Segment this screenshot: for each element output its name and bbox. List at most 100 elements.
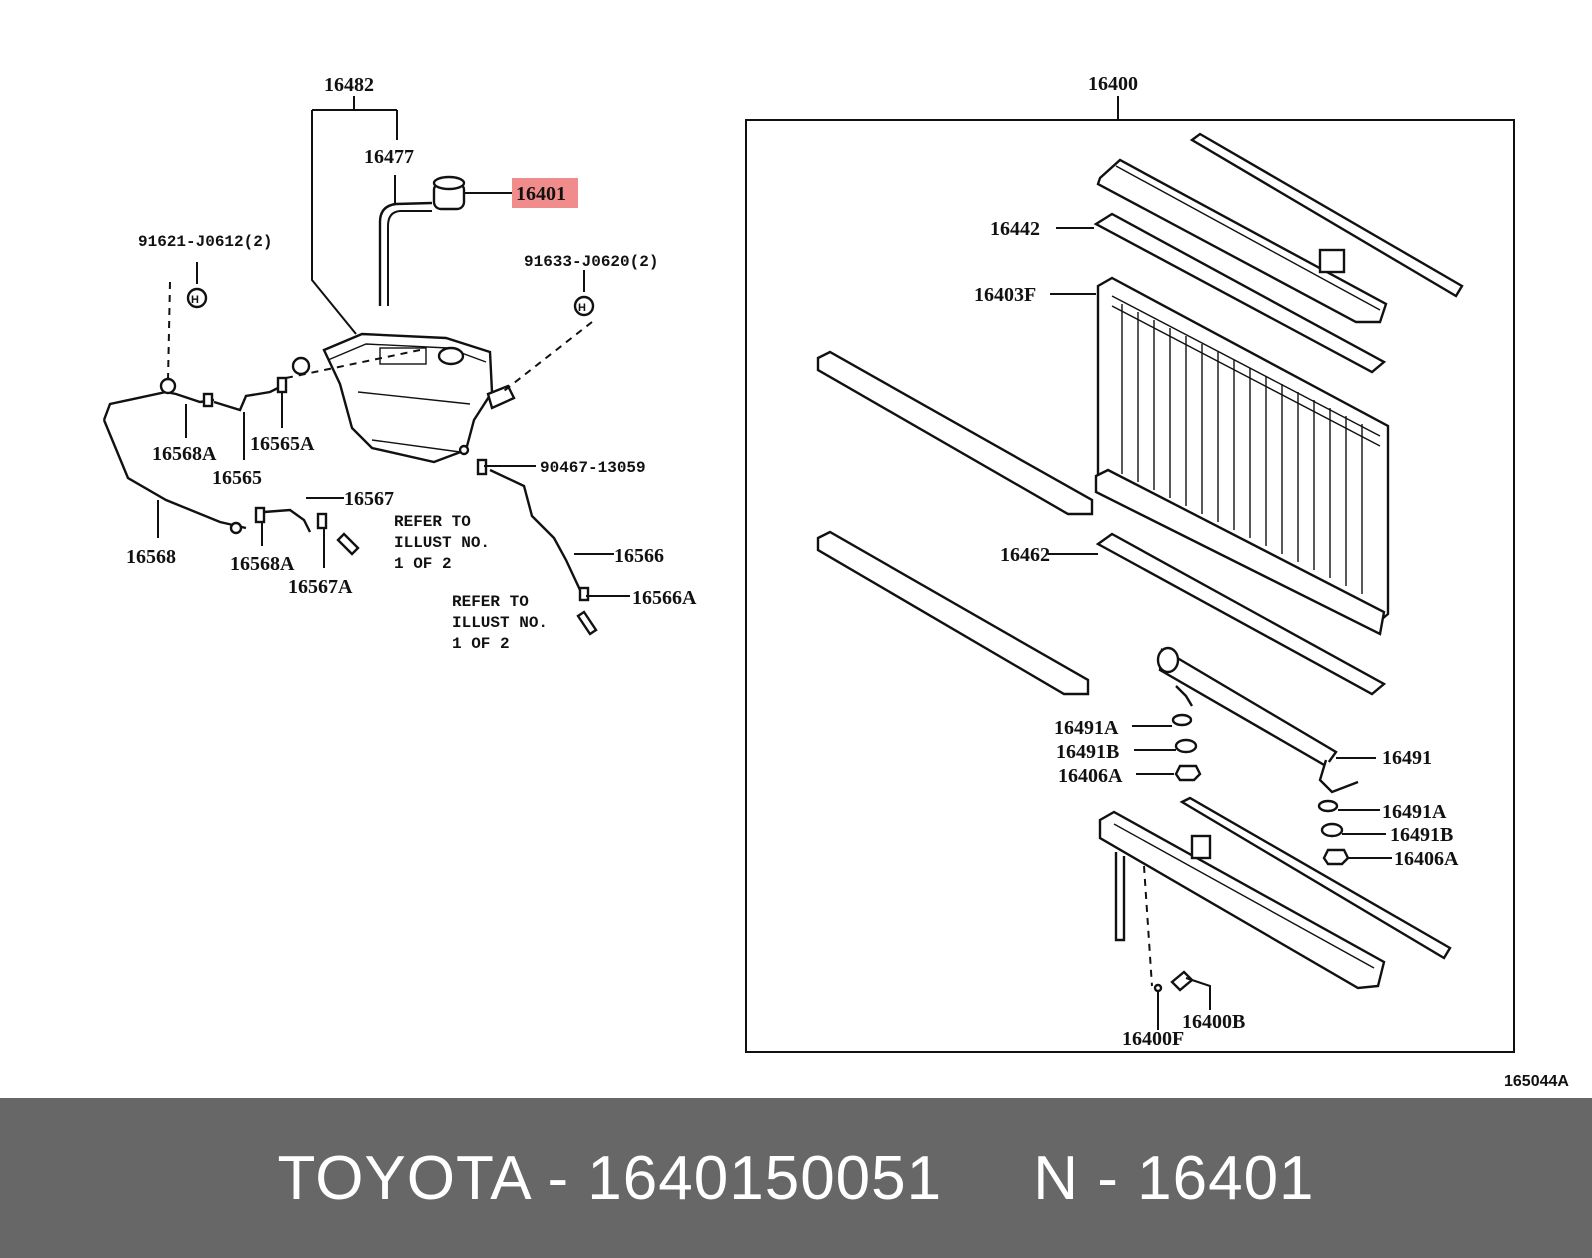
core-bottom-plate xyxy=(1094,468,1386,636)
label-16462[interactable]: 16462 xyxy=(1000,544,1050,566)
label-91633[interactable]: 91633-J0620(2) xyxy=(524,253,658,271)
washer-16491A-right[interactable] xyxy=(1317,799,1339,813)
hose-stub-refer-2 xyxy=(576,610,598,636)
lower-tank-gasket[interactable] xyxy=(1095,532,1387,696)
label-16491B-right[interactable]: 16491B xyxy=(1390,824,1453,846)
bolt-91621[interactable]: H xyxy=(186,262,208,309)
lower-tank-outlet xyxy=(1190,834,1212,860)
bolt-mark-left: H xyxy=(191,294,199,306)
overflow-hose[interactable] xyxy=(378,201,433,306)
bolt-path-left xyxy=(167,281,171,381)
drain-plug-16400F[interactable] xyxy=(1153,983,1163,993)
reservoir-tank[interactable] xyxy=(291,332,516,464)
label-16566[interactable]: 16566 xyxy=(614,545,664,567)
refer-note-2-line-3: 1 OF 2 xyxy=(452,635,510,653)
leader-16400B xyxy=(1185,977,1211,1010)
clip-16568A-top[interactable] xyxy=(202,392,214,408)
hose-stub-refer-1 xyxy=(336,532,360,556)
tank-filler-neck xyxy=(437,346,465,366)
radiator-side-seal-lower[interactable] xyxy=(816,530,1090,696)
footer-part-number: TOYOTA - 1640150051 N - 16401 xyxy=(277,1143,1315,1213)
upper-tank-neck xyxy=(1318,248,1346,274)
clip-16568A-bottom[interactable] xyxy=(254,506,266,524)
label-16567[interactable]: 16567 xyxy=(344,488,394,510)
radiator-reservoir-exploded-diagram: H H xyxy=(102,73,1569,1090)
label-16401[interactable]: 16401 xyxy=(516,183,566,205)
label-16477[interactable]: 16477 xyxy=(364,146,414,168)
radiator-assembly xyxy=(745,96,1515,1053)
label-16400[interactable]: 16400 xyxy=(1088,73,1138,95)
label-16491B-left[interactable]: 16491B xyxy=(1056,741,1119,763)
washer-16491A-left[interactable] xyxy=(1171,713,1193,727)
core-top-fin-row xyxy=(1111,305,1381,447)
label-90467[interactable]: 90467-13059 xyxy=(540,459,646,477)
radiator-upper-tank[interactable] xyxy=(1096,158,1388,324)
clip-16566A[interactable] xyxy=(578,586,590,602)
label-16406A-right[interactable]: 16406A xyxy=(1394,848,1459,870)
reservoir-cap[interactable] xyxy=(432,175,514,211)
bracket-eye-bottom xyxy=(229,521,243,535)
bracket-eye-top xyxy=(159,377,177,395)
washer-16491B-right[interactable] xyxy=(1320,822,1344,838)
label-16568A-bottom[interactable]: 16568A xyxy=(230,553,295,575)
label-16565A[interactable]: 16565A xyxy=(250,433,315,455)
bolt-path-right xyxy=(499,321,593,395)
oil-cooler-fitting-left xyxy=(1175,685,1194,707)
label-16403F[interactable]: 16403F xyxy=(974,284,1036,306)
clip-16567A[interactable] xyxy=(316,512,328,530)
upper-tank-line xyxy=(1115,165,1381,311)
drain-cock-16400B[interactable] xyxy=(1170,970,1211,1010)
tank-seam xyxy=(357,391,471,453)
reservoir-assembly: H H xyxy=(102,96,630,636)
core-top-fin-row-2 xyxy=(1111,295,1381,437)
hose-16566[interactable] xyxy=(489,468,582,591)
highlight-16401 xyxy=(512,178,578,208)
refer-note-2-line-1: REFER TO xyxy=(452,593,529,611)
core-tubes xyxy=(1121,304,1363,594)
hose-16565[interactable] xyxy=(213,384,283,412)
bolt-head-right xyxy=(573,295,595,317)
radiator-assembly-frame xyxy=(745,119,1515,1053)
hose-16567[interactable] xyxy=(263,508,312,533)
radiator-lower-support-seal[interactable] xyxy=(1179,796,1452,960)
core-outline xyxy=(1096,276,1390,626)
label-16565[interactable]: 16565 xyxy=(212,467,262,489)
label-16491A-left[interactable]: 16491A xyxy=(1054,717,1119,739)
refer-note-2-line-2: ILLUST NO. xyxy=(452,614,548,632)
bracket-lower-rail xyxy=(102,419,247,530)
clip-16565A[interactable] xyxy=(276,376,288,394)
upper-tank-gasket[interactable] xyxy=(1093,212,1387,374)
bolt-path-center xyxy=(285,349,421,379)
nut-16406A-right[interactable] xyxy=(1322,848,1350,866)
illustration-code: 165044A xyxy=(1504,1073,1569,1090)
label-16400F[interactable]: 16400F xyxy=(1122,1028,1184,1050)
label-16567A[interactable]: 16567A xyxy=(288,576,353,598)
radiator-lower-tank[interactable] xyxy=(1098,810,1386,990)
oil-cooler-pipe[interactable] xyxy=(1156,646,1359,794)
bolt-91633[interactable]: H xyxy=(573,270,595,317)
hose-bracket[interactable] xyxy=(102,377,247,535)
part-number-footer: TOYOTA - 1640150051 N - 16401 xyxy=(0,1098,1592,1258)
label-16400B[interactable]: 16400B xyxy=(1182,1011,1245,1033)
tank-outlet xyxy=(458,444,470,456)
refer-note-1-line-2: ILLUST NO. xyxy=(394,534,490,552)
label-16491[interactable]: 16491 xyxy=(1382,747,1432,769)
drain-cock-body xyxy=(1170,970,1194,992)
label-16406A-left[interactable]: 16406A xyxy=(1058,765,1123,787)
label-16482[interactable]: 16482 xyxy=(324,74,374,96)
label-16568A-top[interactable]: 16568A xyxy=(152,443,217,465)
nut-16406A-left[interactable] xyxy=(1174,764,1202,782)
label-16568[interactable]: 16568 xyxy=(126,546,176,568)
label-91621[interactable]: 91621-J0612(2) xyxy=(138,233,272,251)
radiator-upper-support-seal[interactable] xyxy=(1189,132,1464,298)
bolt-head-left xyxy=(186,287,208,309)
label-16442[interactable]: 16442 xyxy=(990,218,1040,240)
label-16491A-right[interactable]: 16491A xyxy=(1382,801,1447,823)
label-16566A[interactable]: 16566A xyxy=(632,587,697,609)
washer-16491B-left[interactable] xyxy=(1174,738,1198,754)
radiator-core[interactable] xyxy=(1094,276,1390,636)
drain-path xyxy=(1143,865,1153,987)
radiator-side-seal-upper[interactable] xyxy=(816,350,1094,516)
oil-cooler-end xyxy=(1156,646,1180,674)
